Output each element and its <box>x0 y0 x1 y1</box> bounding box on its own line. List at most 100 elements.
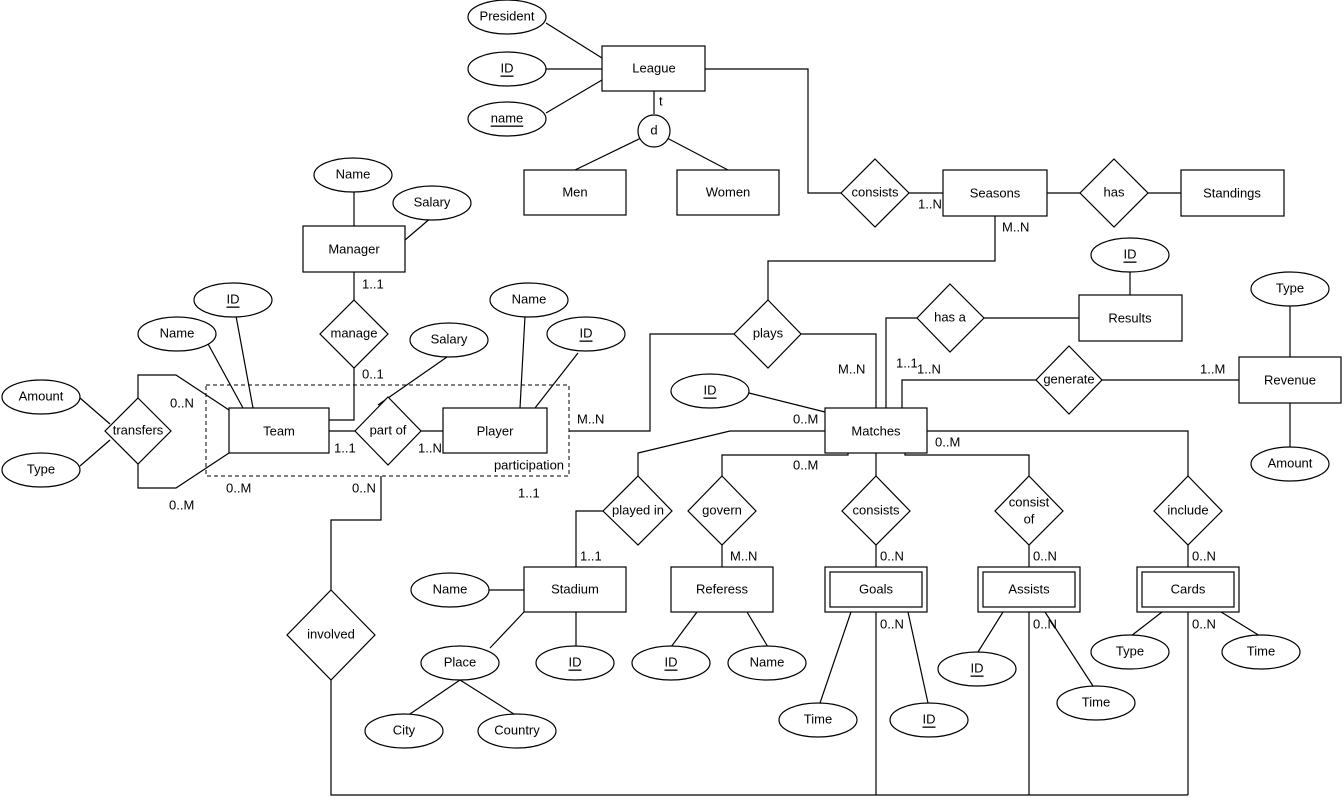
attribute-revenue-type-label: Type <box>1276 281 1304 296</box>
entity-player-label: Player <box>477 424 515 439</box>
relationship-played-in[interactable]: played in <box>602 475 673 546</box>
attribute-cards-type-label: Type <box>1116 644 1144 659</box>
entity-women[interactable]: Women <box>676 169 780 216</box>
entity-manager[interactable]: Manager <box>302 225 406 273</box>
attribute-place-city-label: City <box>393 723 416 738</box>
attribute-player-name[interactable]: Name <box>489 282 569 318</box>
cardinality-label: 0..1 <box>362 367 384 382</box>
attribute-goals-time[interactable]: Time <box>778 702 858 738</box>
entity-standings[interactable]: Standings <box>1180 169 1285 217</box>
attribute-place-country[interactable]: Country <box>477 713 557 749</box>
weak-entity-goals[interactable]: Goals <box>824 566 928 613</box>
entity-team[interactable]: Team <box>228 407 330 454</box>
relationship-govern-label: govern <box>702 503 742 518</box>
attribute-league-id[interactable]: ID <box>467 51 547 87</box>
cardinality-label: 0..M <box>169 498 194 513</box>
attribute-goals-id[interactable]: ID <box>889 702 969 738</box>
attribute-stadium-place[interactable]: Place <box>420 645 500 681</box>
attribute-partof-salary[interactable]: Salary <box>409 322 489 358</box>
relationship-consist-of[interactable]: consist of <box>994 475 1064 546</box>
specialization-constraint: t <box>659 94 663 109</box>
cardinality-label: 1..1 <box>334 441 356 456</box>
entity-men-label: Men <box>562 185 587 200</box>
attribute-transfer-type[interactable]: Type <box>1 452 81 488</box>
relationship-has[interactable]: has <box>1079 158 1149 228</box>
cardinality-label: 0..M <box>935 435 960 450</box>
entity-matches[interactable]: Matches <box>824 407 928 454</box>
entity-revenue[interactable]: Revenue <box>1238 356 1342 404</box>
relationship-consists-goals-label: consists <box>853 503 900 518</box>
weak-entity-cards[interactable]: Cards <box>1136 566 1240 613</box>
relationship-consists-goals[interactable]: consists <box>841 475 911 546</box>
entity-stadium[interactable]: Stadium <box>523 566 627 613</box>
entity-seasons[interactable]: Seasons <box>942 169 1048 217</box>
attribute-referess-id[interactable]: ID <box>631 645 711 681</box>
relationship-involved[interactable]: involved <box>286 589 376 681</box>
cardinality-label: 0..N <box>880 617 904 632</box>
attribute-revenue-type[interactable]: Type <box>1250 271 1330 307</box>
cardinality-label: 0..N <box>1033 549 1057 564</box>
attribute-manager-name[interactable]: Name <box>313 157 393 193</box>
weak-entity-assists[interactable]: Assists <box>977 566 1081 613</box>
relationship-include[interactable]: include <box>1153 475 1223 546</box>
entity-manager-label: Manager <box>328 242 380 257</box>
attribute-revenue-amount-label: Amount <box>1268 456 1313 471</box>
attribute-cards-type[interactable]: Type <box>1090 634 1170 670</box>
attribute-league-president[interactable]: President <box>467 0 547 35</box>
cardinality-label: 1..N <box>418 441 442 456</box>
cardinality-label: 0..N <box>1192 617 1216 632</box>
relationship-has-a[interactable]: has a <box>916 283 985 353</box>
attribute-matches-id[interactable]: ID <box>670 373 750 409</box>
attribute-cards-time[interactable]: Time <box>1221 634 1301 670</box>
attribute-results-id-label: ID <box>1124 247 1137 262</box>
attribute-transfer-amount[interactable]: Amount <box>1 379 81 415</box>
relationship-transfers[interactable]: transfers <box>104 397 172 465</box>
attribute-team-id[interactable]: ID <box>193 282 273 318</box>
relationship-part-of[interactable]: part of <box>354 396 422 466</box>
attribute-place-city[interactable]: City <box>364 713 444 749</box>
entity-team-label: Team <box>263 424 295 439</box>
attribute-stadium-id[interactable]: ID <box>535 645 615 681</box>
attribute-transfer-type-label: Type <box>27 462 55 477</box>
entity-league[interactable]: League <box>601 45 706 92</box>
relationship-transfers-label: transfers <box>113 423 164 438</box>
relationship-part-of-label: part of <box>370 423 407 438</box>
attribute-league-president-label: President <box>480 9 535 24</box>
attribute-transfer-amount-label: Amount <box>19 389 64 404</box>
attribute-player-id[interactable]: ID <box>546 316 626 352</box>
entity-player[interactable]: Player <box>442 407 548 454</box>
attribute-manager-salary[interactable]: Salary <box>392 185 472 221</box>
attribute-stadium-name-label: Name <box>433 582 468 597</box>
attribute-team-name[interactable]: Name <box>137 316 217 352</box>
relationship-consists-seasons[interactable]: consists <box>840 158 910 228</box>
entity-revenue-label: Revenue <box>1264 373 1316 388</box>
weak-entity-cards-label: Cards <box>1171 582 1206 597</box>
cardinality-label: 0..N <box>1033 617 1057 632</box>
entity-seasons-label: Seasons <box>970 186 1021 201</box>
entity-referess[interactable]: Referess <box>670 566 774 613</box>
attribute-matches-id-label: ID <box>704 383 717 398</box>
relationship-generate[interactable]: generate <box>1035 345 1103 415</box>
relationship-plays[interactable]: plays <box>733 299 802 369</box>
cardinality-label: 1..1 <box>896 356 918 371</box>
attribute-assists-time[interactable]: Time <box>1056 685 1136 721</box>
attribute-partof-salary-label: Salary <box>431 332 468 347</box>
attribute-assists-id[interactable]: ID <box>937 651 1017 687</box>
relationship-govern[interactable]: govern <box>687 475 757 546</box>
specialization-circle: d t <box>637 94 671 148</box>
attribute-referess-name[interactable]: Name <box>727 645 807 681</box>
attribute-results-id[interactable]: ID <box>1090 237 1170 273</box>
relationship-manage[interactable]: manage <box>319 299 389 369</box>
entity-results[interactable]: Results <box>1078 294 1183 342</box>
attribute-revenue-amount[interactable]: Amount <box>1250 446 1330 482</box>
attribute-stadium-name[interactable]: Name <box>410 572 490 608</box>
entity-men[interactable]: Men <box>523 169 627 216</box>
attribute-league-name[interactable]: name <box>467 101 547 137</box>
attribute-team-name-label: Name <box>160 326 195 341</box>
cardinality-label: 1..N <box>917 362 941 377</box>
attribute-player-name-label: Name <box>512 292 547 307</box>
relationship-consists-seasons-label: consists <box>852 185 899 200</box>
cardinality-label: 1..1 <box>518 486 540 501</box>
attribute-league-name-label: name <box>491 111 524 126</box>
